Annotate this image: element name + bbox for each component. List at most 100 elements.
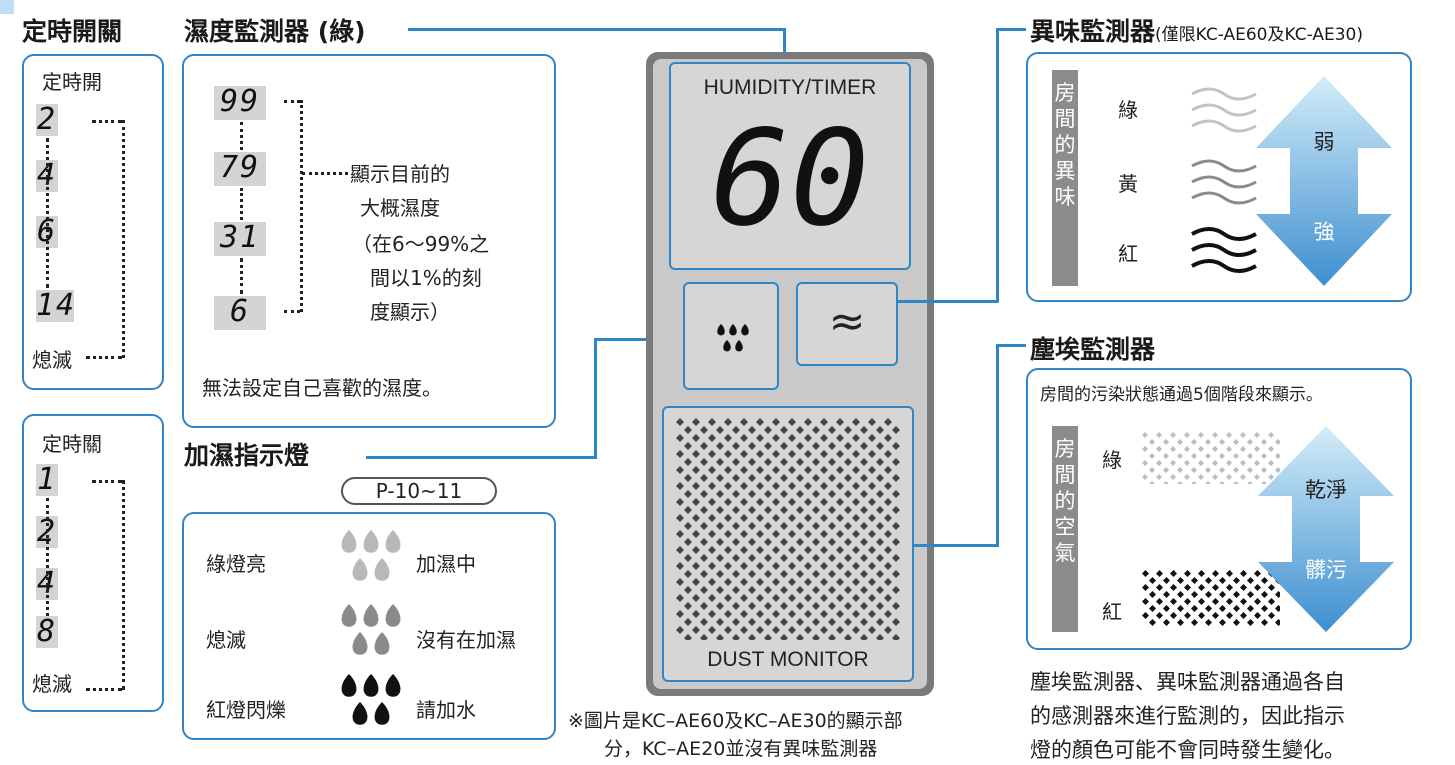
dust-monitor-box: 房間的污染狀態通過5個階段來顯示。 房 間 的 空 氣 綠 紅 乾淨 bbox=[1026, 368, 1412, 650]
humidity-monitor-title: 濕度監測器 (綠) bbox=[184, 17, 366, 46]
odor-side-char-2: 間 bbox=[1054, 107, 1076, 131]
droplets-medium-icon bbox=[341, 604, 401, 655]
droplet-shape bbox=[723, 340, 731, 352]
humidity-desc-2: 大概濕度 bbox=[360, 196, 440, 220]
odor-leader-curve bbox=[996, 28, 999, 42]
odor-monitor-title-note: (僅限KC-AE60及KC-AE30) bbox=[1155, 25, 1363, 45]
humidify-droplet-icon bbox=[717, 324, 749, 352]
droplet-shape bbox=[735, 340, 743, 352]
humidify-state-2: 熄滅 bbox=[206, 628, 246, 652]
odor-arrow-top-label: 弱 bbox=[1313, 130, 1335, 154]
dust-level-red: 紅 bbox=[1102, 600, 1122, 624]
footer-note-line-1: 塵埃監測器、異味監測器通過各自 bbox=[1030, 670, 1345, 694]
droplet-shape bbox=[385, 604, 401, 627]
odor-leader-h1 bbox=[898, 300, 998, 303]
droplet-shape bbox=[363, 530, 379, 553]
dust-leader-v bbox=[996, 344, 999, 547]
timer-off-box: 定時關 1 2 4 8 熄滅 bbox=[22, 414, 164, 712]
dust-side-char-1: 房 bbox=[1054, 437, 1076, 461]
dust-side-label: 房 間 的 空 氣 bbox=[1052, 426, 1078, 632]
droplet-shape bbox=[385, 674, 401, 697]
timer-on-dots-bottom bbox=[86, 356, 122, 359]
footer-note-line-3: 燈的顏色可能不會同時發生變化。 bbox=[1030, 738, 1345, 762]
dust-leader-h2 bbox=[996, 344, 1026, 347]
humidity-value-6: 6 bbox=[214, 296, 266, 330]
humidify-state-1: 綠燈亮 bbox=[206, 552, 266, 576]
timer-off-dots-top bbox=[92, 480, 122, 483]
timer-on-dots-top bbox=[92, 120, 122, 123]
timer-title: 定時開關 bbox=[22, 17, 123, 46]
droplet-shape bbox=[729, 324, 737, 336]
timer-off-off-label: 熄滅 bbox=[32, 672, 72, 696]
timer-off-dots-left bbox=[46, 498, 49, 616]
odor-arrow-bottom-label: 強 bbox=[1313, 220, 1335, 244]
timer-off-value-4: 8 bbox=[36, 614, 58, 649]
odor-wave-light-icon bbox=[1191, 87, 1257, 133]
humidify-leader-h1 bbox=[366, 456, 596, 459]
panel-note-line-1: ※圖片是KC–AE60及KC–AE30的顯示部 bbox=[568, 710, 903, 732]
odor-strength-arrow bbox=[1256, 76, 1392, 286]
humidify-light-box: 綠燈亮 加濕中 熄滅 沒有在加濕 紅燈閃爍 請加水 bbox=[182, 512, 556, 740]
humidity-dots-left-2 bbox=[240, 188, 243, 220]
timer-on-dots-left bbox=[46, 138, 49, 288]
timer-on-title: 定時開 bbox=[42, 70, 102, 94]
humidify-meaning-1: 加濕中 bbox=[416, 552, 476, 576]
dust-side-char-5: 氣 bbox=[1054, 541, 1076, 565]
humidify-indicator bbox=[683, 282, 779, 390]
humidify-meaning-3: 請加水 bbox=[416, 698, 476, 722]
timer-on-value-1: 2 bbox=[36, 102, 58, 137]
droplet-shape bbox=[363, 604, 379, 627]
dust-arrow-bottom-label: 髒污 bbox=[1305, 558, 1347, 582]
odor-wave-medium-icon bbox=[1191, 159, 1257, 205]
odor-monitor-box: 房 間 的 異 味 綠 黃 紅 弱 強 bbox=[1026, 52, 1412, 302]
droplet-shape bbox=[363, 674, 379, 697]
dust-level-green: 綠 bbox=[1102, 448, 1122, 472]
dust-monitor-display: DUST MONITOR bbox=[662, 406, 914, 682]
odor-monitor-title: 異味監測器(僅限KC-AE60及KC-AE30) bbox=[1030, 12, 1363, 48]
droplet-shape bbox=[352, 558, 368, 581]
timer-off-value-1: 1 bbox=[36, 462, 58, 497]
timer-off-title: 定時關 bbox=[42, 432, 102, 456]
odor-wave-strong-icon bbox=[1191, 227, 1257, 273]
page-reference-badge: P-10~11 bbox=[341, 477, 497, 505]
odor-level-red: 紅 bbox=[1118, 242, 1138, 266]
odor-symbol-icon: ≈ bbox=[828, 296, 866, 347]
panel-note-line-2: 分，KC–AE20並沒有異味監測器 bbox=[604, 738, 878, 760]
odor-leader-h2 bbox=[996, 28, 1026, 31]
humidity-timer-label: HUMIDITY/TIMER bbox=[703, 76, 877, 99]
odor-level-yellow: 黃 bbox=[1118, 172, 1138, 196]
humidity-value-79: 79 bbox=[214, 152, 266, 186]
humidity-value-99: 99 bbox=[214, 86, 266, 120]
humidity-dots-bottom bbox=[284, 310, 300, 313]
dust-side-char-4: 空 bbox=[1054, 515, 1076, 539]
dust-pattern-light-icon bbox=[1142, 432, 1280, 484]
humidity-dots-pointer bbox=[302, 172, 348, 175]
droplet-shape bbox=[374, 702, 390, 725]
humidity-desc-1: 顯示目前的 bbox=[350, 162, 450, 186]
timer-on-off-label: 熄滅 bbox=[32, 348, 72, 372]
humidity-leader-v bbox=[783, 28, 786, 60]
humidity-timer-display: HUMIDITY/TIMER 60 bbox=[669, 62, 911, 270]
droplet-shape bbox=[741, 324, 749, 336]
display-value: 60 bbox=[710, 102, 870, 256]
dust-dot-pattern bbox=[676, 418, 900, 640]
humidify-leader-h2 bbox=[594, 338, 684, 341]
droplet-shape bbox=[717, 324, 725, 336]
timer-on-box: 定時開 2 4 6 14 熄滅 bbox=[22, 54, 164, 390]
humidity-value-31: 31 bbox=[214, 222, 266, 256]
humidity-note: 無法設定自己喜歡的濕度。 bbox=[202, 376, 442, 400]
odor-side-char-3: 的 bbox=[1054, 133, 1076, 157]
dust-monitor-title: 塵埃監測器 bbox=[1030, 335, 1156, 364]
droplet-shape bbox=[374, 558, 390, 581]
droplets-light-icon bbox=[341, 530, 401, 581]
dust-cleanliness-arrow bbox=[1258, 426, 1394, 632]
timer-on-value-4: 14 bbox=[36, 288, 77, 323]
odor-monitor-title-text: 異味監測器 bbox=[1030, 17, 1156, 46]
humidity-leader-h bbox=[408, 28, 783, 31]
odor-leader-v bbox=[996, 40, 999, 303]
timer-on-dots-right bbox=[122, 120, 125, 358]
dust-pattern-dark-icon bbox=[1142, 570, 1280, 626]
footer-note-line-2: 的感測器來進行監測的，因此指示 bbox=[1030, 704, 1345, 728]
droplet-shape bbox=[341, 530, 357, 553]
droplet-shape bbox=[352, 702, 368, 725]
